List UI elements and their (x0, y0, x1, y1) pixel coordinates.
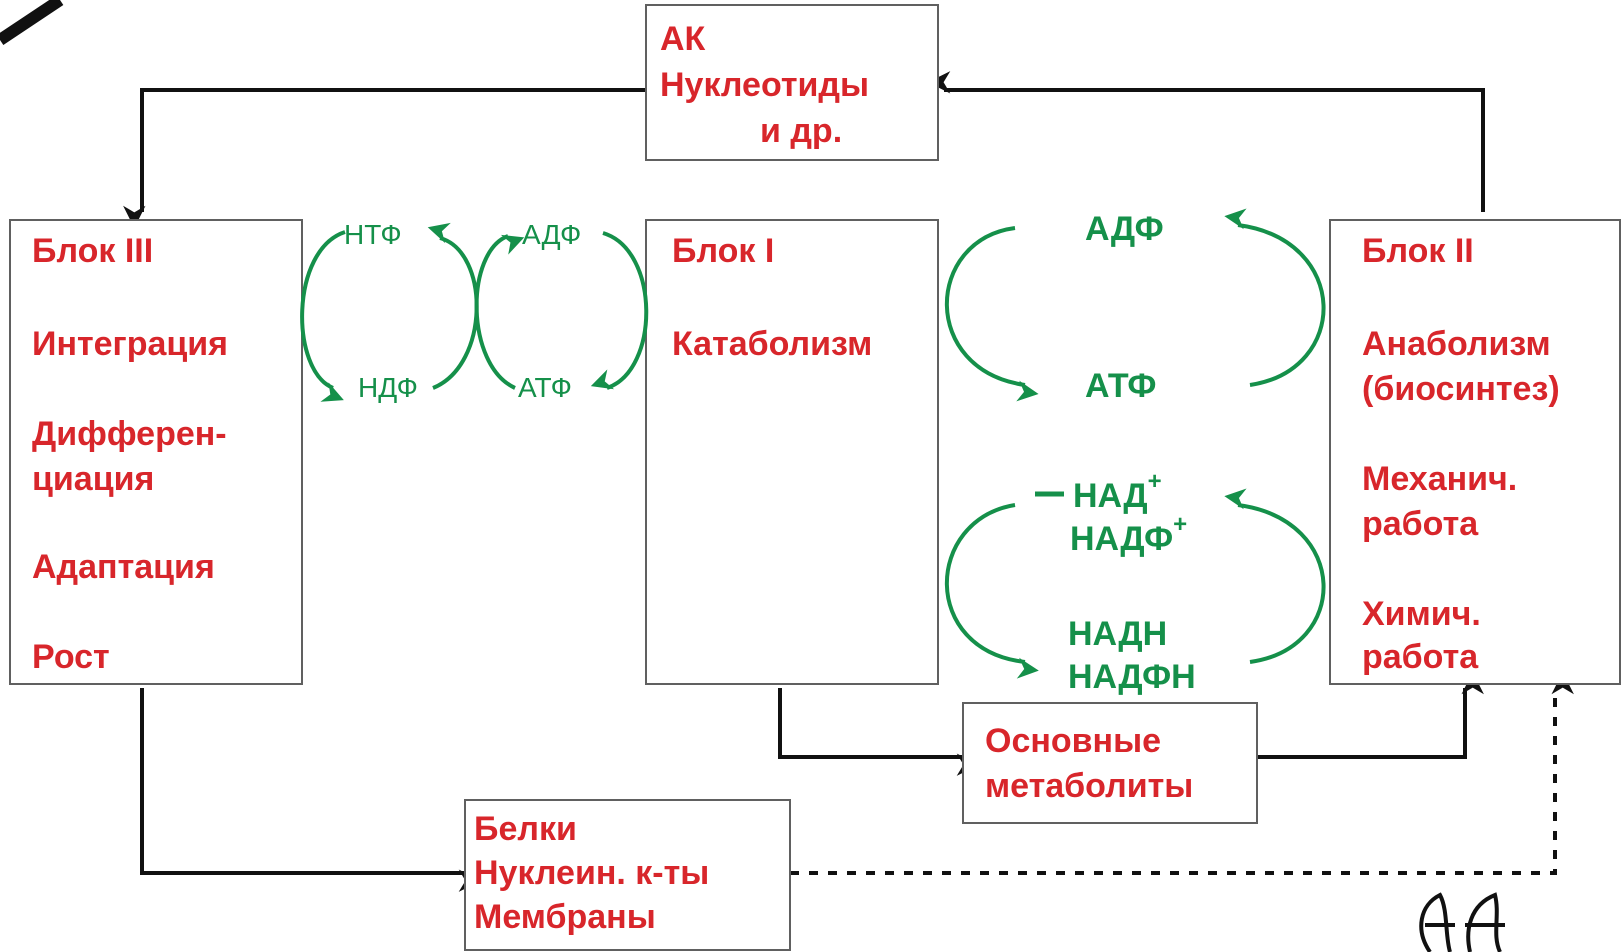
block3-item-differentiation-2: циация (32, 460, 154, 498)
energy-adf-label: АДФ (1085, 210, 1164, 248)
block2-item-mech-1: Механич. (1362, 460, 1517, 498)
corner-mark (0, 0, 64, 45)
block2-box (1329, 219, 1621, 685)
block2-title: Блок II (1362, 232, 1474, 270)
block2-item-chem-2: работа (1362, 638, 1479, 676)
redox-nadf-label: НАДФ+ (1070, 511, 1187, 558)
cycle-ntf-arrow (427, 222, 479, 390)
arrow-metabolites-to-block2 (1257, 671, 1484, 759)
cycle-atf-arrow (590, 231, 649, 390)
block1-item-catabolism: Катаболизм (672, 325, 872, 363)
block3-item-integration: Интеграция (32, 325, 228, 363)
metabolites-box (962, 702, 1258, 824)
small-ndf-label: НДФ (358, 372, 418, 403)
arrow-block1-to-metabolites (778, 688, 980, 776)
block3-item-growth: Рост (32, 638, 110, 676)
cycle-adf-arrow (474, 234, 525, 390)
energy-atf-arrow (944, 226, 1039, 402)
arrow-block2-to-ak (927, 71, 1485, 212)
muscle-figure-icon (1419, 892, 1505, 952)
nucleotides-label: Нуклеотиды (660, 66, 869, 104)
redox-nadfh-label: НАДФН (1068, 658, 1196, 696)
small-adf-label: АДФ (522, 219, 581, 250)
macromolecules-box (464, 799, 791, 951)
etc-label: и др. (760, 112, 842, 150)
arrow-ak-to-block3 (123, 88, 646, 229)
block3-item-differentiation-1: Диффе­рен- (32, 415, 227, 453)
redox-reduced-arrow (944, 503, 1039, 679)
redox-nadh-label: НАДН (1068, 615, 1167, 653)
metabolites-line2: метаболиты (985, 767, 1193, 805)
small-atf-label: АТФ (518, 372, 572, 403)
block1-box (645, 219, 939, 685)
macromolecules-nucleic-acids: Нуклеин. к-ты (474, 854, 709, 892)
metabolites-line1: Основные (985, 722, 1161, 760)
ak-box (645, 4, 939, 161)
energy-atf-label: АТФ (1085, 367, 1156, 405)
block2-item-anabolism: Анаболизм (1362, 325, 1551, 363)
block2-item-chem-1: Химич. (1362, 595, 1481, 633)
small-ntf-label: НТФ (344, 219, 402, 250)
block3-title: Блок III (32, 232, 153, 270)
macromolecules-proteins: Белки (474, 810, 577, 848)
redox-nad-label: НАД+ (1073, 468, 1162, 515)
block3-item-adaptation: Адаптация (32, 548, 215, 586)
ak-label: АК (660, 20, 706, 58)
redox-oxidized-arrow (1224, 488, 1326, 664)
block2-item-mech-2: работа (1362, 505, 1479, 543)
block1-title: Блок I (672, 232, 774, 270)
macromolecules-membranes: Мембраны (474, 898, 656, 936)
energy-adf-arrow (1224, 208, 1326, 387)
cycle-ndf-arrow (300, 230, 346, 402)
block3-box (9, 219, 303, 685)
arrow-macromolecules-to-block2-dotted (790, 671, 1574, 875)
block2-item-biosynthesis: (биосинтез) (1362, 370, 1560, 408)
arrow-block3-to-macromolecules (140, 688, 482, 892)
